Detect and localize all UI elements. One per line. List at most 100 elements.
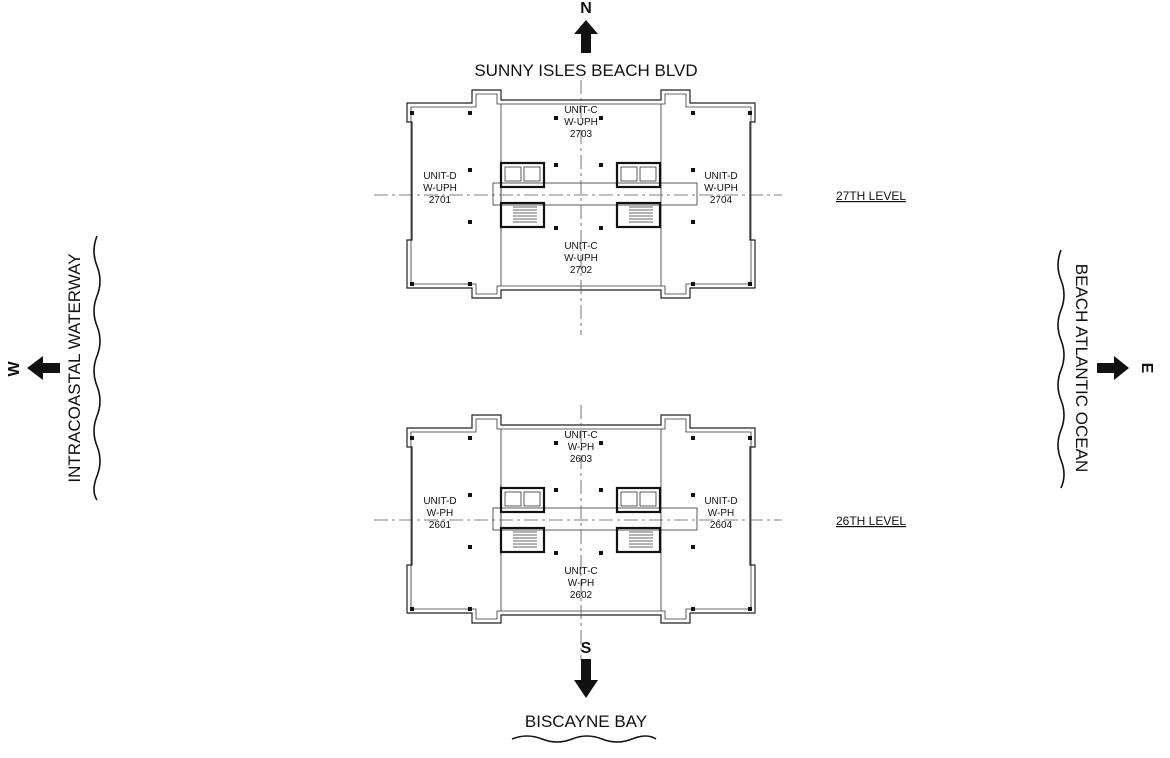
structural-column <box>554 488 558 492</box>
elevator-car <box>523 166 541 182</box>
elevator-core <box>499 161 546 189</box>
unit-type-east: W-PH <box>708 508 734 519</box>
structural-column <box>554 441 558 445</box>
unit-number-east: 2704 <box>710 195 733 206</box>
unit-name-south: UNIT-C <box>564 241 597 252</box>
structural-column <box>554 551 558 555</box>
unit-name-south: UNIT-C <box>564 566 597 577</box>
elevator-car <box>639 491 657 507</box>
stair-core <box>499 526 546 554</box>
west-indicator: W <box>6 356 60 380</box>
structural-column <box>468 493 472 497</box>
unit-number-south: 2702 <box>570 265 593 276</box>
elevator-core <box>615 161 662 189</box>
structural-column <box>599 226 603 230</box>
stair-core <box>615 201 662 229</box>
east-arrow-icon <box>1097 356 1129 380</box>
elevator-car <box>620 491 638 507</box>
corridor <box>492 507 698 531</box>
structural-column <box>468 607 472 611</box>
structural-column <box>748 436 752 440</box>
structural-column <box>599 116 603 120</box>
unit-type-west: W-UPH <box>423 183 457 194</box>
structural-column <box>410 111 414 115</box>
structural-column <box>468 220 472 224</box>
unit-type-south: W-UPH <box>564 253 598 264</box>
east-ocean-wave-icon <box>1057 249 1065 489</box>
structural-column <box>410 436 414 440</box>
structural-column <box>468 282 472 286</box>
elevator-core <box>499 486 546 514</box>
elevator-car <box>504 166 522 182</box>
structural-column <box>691 282 695 286</box>
structural-column <box>554 163 558 167</box>
unit-number-north: 2603 <box>570 454 593 465</box>
structural-column <box>554 116 558 120</box>
south-indicator: S <box>574 640 598 698</box>
structural-column <box>468 436 472 440</box>
structural-column <box>599 441 603 445</box>
elevator-car <box>639 166 657 182</box>
structural-column <box>691 545 695 549</box>
stair-core <box>615 526 662 554</box>
structural-column <box>691 220 695 224</box>
elevator-car <box>523 491 541 507</box>
structural-column <box>748 282 752 286</box>
unit-type-west: W-PH <box>427 508 453 519</box>
structural-column <box>554 226 558 230</box>
unit-type-north: W-PH <box>568 442 594 453</box>
elevator-car <box>504 491 522 507</box>
structural-column <box>691 607 695 611</box>
structural-column <box>748 111 752 115</box>
south-water-wave-icon <box>511 735 657 743</box>
east-label: E <box>1138 363 1155 374</box>
unit-name-east: UNIT-D <box>704 496 737 507</box>
unit-name-west: UNIT-D <box>423 496 456 507</box>
elevator-car <box>620 166 638 182</box>
north-indicator: N <box>574 0 598 53</box>
unit-number-west: 2601 <box>429 520 452 531</box>
west-water-label: INTRACOASTAL WATERWAY <box>65 253 84 482</box>
north-label: N <box>580 0 592 17</box>
unit-number-east: 2604 <box>710 520 733 531</box>
unit-name-north: UNIT-C <box>564 430 597 441</box>
north-arrow-icon <box>574 20 598 53</box>
building-outline <box>406 414 756 624</box>
structural-column <box>410 607 414 611</box>
structural-column <box>599 488 603 492</box>
west-arrow-icon <box>27 356 60 380</box>
structural-column <box>691 111 695 115</box>
unit-name-east: UNIT-D <box>704 171 737 182</box>
unit-type-north: W-UPH <box>564 117 598 128</box>
structural-column <box>691 168 695 172</box>
level-label-27: 27TH LEVEL <box>836 189 906 203</box>
elevator-core <box>615 486 662 514</box>
south-arrow-icon <box>574 659 598 698</box>
unit-type-south: W-PH <box>568 578 594 589</box>
floor-plate-26: UNIT-CW-PH2603UNIT-DW-PH2601UNIT-DW-PH26… <box>374 405 782 660</box>
unit-number-north: 2703 <box>570 129 593 140</box>
south-water-label: BISCAYNE BAY <box>525 712 647 731</box>
east-ocean-label: BEACH ATLANTIC OCEAN <box>1072 264 1091 472</box>
unit-name-west: UNIT-D <box>423 171 456 182</box>
structural-column <box>410 282 414 286</box>
west-label: W <box>6 361 23 377</box>
structural-column <box>468 168 472 172</box>
structural-column <box>691 436 695 440</box>
floor-plate-27: UNIT-CW-UPH2703UNIT-DW-UPH2701UNIT-DW-UP… <box>374 80 782 335</box>
structural-column <box>468 545 472 549</box>
level-label-26: 26TH LEVEL <box>836 514 906 528</box>
east-indicator: E <box>1097 356 1155 380</box>
unit-type-east: W-UPH <box>704 183 738 194</box>
building-outline <box>406 89 756 299</box>
structural-column <box>748 607 752 611</box>
structural-column <box>468 111 472 115</box>
stair-core <box>499 201 546 229</box>
unit-number-west: 2701 <box>429 195 452 206</box>
structural-column <box>599 551 603 555</box>
west-water-wave-icon <box>93 235 101 501</box>
south-label: S <box>581 640 592 657</box>
unit-number-south: 2602 <box>570 590 593 601</box>
corridor <box>492 182 698 206</box>
